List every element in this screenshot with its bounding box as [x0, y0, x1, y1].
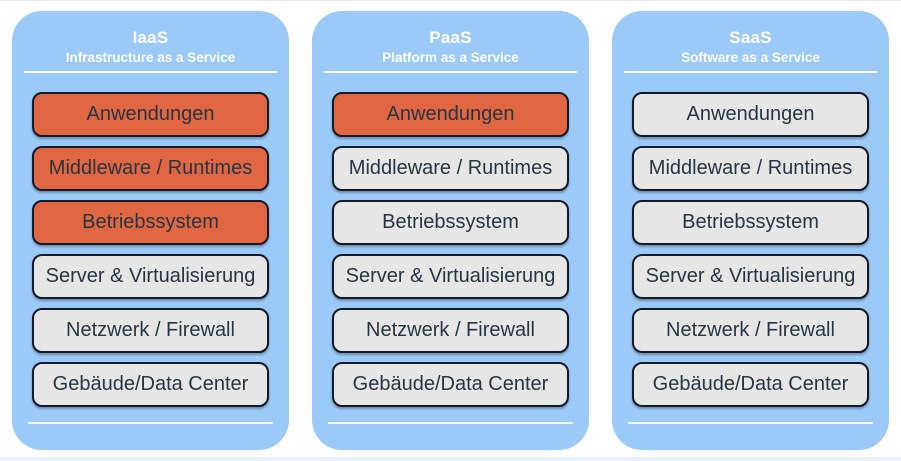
layer-label: Server & Virtualisierung [645, 265, 856, 287]
panel-saas-title: SaaS [729, 28, 772, 47]
layer-label: Gebäude/Data Center [352, 373, 549, 395]
panel-saas-header: SaaS Software as a Service [632, 27, 869, 66]
layer-label: Netzwerk / Firewall [66, 319, 235, 341]
panel-paas-layers: Anwendungen Middleware / Runtimes Betrie… [332, 92, 569, 407]
layer-label: Anwendungen [86, 103, 215, 125]
layer-label: Betriebssystem [82, 211, 219, 233]
panel-iaas-title: IaaS [132, 28, 169, 47]
layer-label: Gebäude/Data Center [652, 373, 849, 395]
layer-label: Netzwerk / Firewall [666, 319, 835, 341]
layer-label: Middleware / Runtimes [48, 157, 253, 179]
layer-label: Betriebssystem [382, 211, 519, 233]
iaas-layer-gebaeude-data-center: Gebäude/Data Center [32, 362, 269, 407]
layer-label: Anwendungen [386, 103, 515, 125]
panel-saas-footer-divider [628, 422, 873, 424]
saas-layer-betriebssystem: Betriebssystem [632, 200, 869, 245]
saas-layer-middleware-runtimes: Middleware / Runtimes [632, 146, 869, 191]
panel-paas-footer-divider [328, 422, 573, 424]
paas-layer-server-virtualisierung: Server & Virtualisierung [332, 254, 569, 299]
panel-iaas-layers: Anwendungen Middleware / Runtimes Betrie… [32, 92, 269, 407]
layer-label: Gebäude/Data Center [52, 373, 249, 395]
panel-saas-subtitle: Software as a Service [681, 50, 820, 65]
panel-saas: SaaS Software as a Service Anwendungen M… [612, 11, 889, 450]
saas-layer-gebaeude-data-center: Gebäude/Data Center [632, 362, 869, 407]
panel-saas-layers: Anwendungen Middleware / Runtimes Betrie… [632, 92, 869, 407]
layer-label: Server & Virtualisierung [345, 265, 556, 287]
paas-layer-netzwerk-firewall: Netzwerk / Firewall [332, 308, 569, 353]
panel-iaas-header-divider [24, 71, 277, 73]
panel-paas-subtitle: Platform as a Service [382, 50, 519, 65]
iaas-layer-middleware-runtimes: Middleware / Runtimes [32, 146, 269, 191]
saas-layer-netzwerk-firewall: Netzwerk / Firewall [632, 308, 869, 353]
layer-label: Middleware / Runtimes [648, 157, 853, 179]
paas-layer-anwendungen: Anwendungen [332, 92, 569, 137]
layer-label: Anwendungen [686, 103, 815, 125]
panel-paas-header: PaaS Platform as a Service [332, 27, 569, 66]
layer-label: Betriebssystem [682, 211, 819, 233]
iaas-layer-betriebssystem: Betriebssystem [32, 200, 269, 245]
panel-saas-header-divider [624, 71, 877, 73]
panel-paas-title: PaaS [429, 28, 472, 47]
panel-paas-header-divider [324, 71, 577, 73]
layer-label: Server & Virtualisierung [45, 265, 256, 287]
panel-iaas: IaaS Infrastructure as a Service Anwendu… [12, 11, 289, 450]
paas-layer-betriebssystem: Betriebssystem [332, 200, 569, 245]
panel-paas: PaaS Platform as a Service Anwendungen M… [312, 11, 589, 450]
iaas-layer-server-virtualisierung: Server & Virtualisierung [32, 254, 269, 299]
paas-layer-gebaeude-data-center: Gebäude/Data Center [332, 362, 569, 407]
iaas-layer-anwendungen: Anwendungen [32, 92, 269, 137]
layer-label: Netzwerk / Firewall [366, 319, 535, 341]
panel-iaas-subtitle: Infrastructure as a Service [65, 50, 236, 65]
saas-layer-server-virtualisierung: Server & Virtualisierung [632, 254, 869, 299]
iaas-layer-netzwerk-firewall: Netzwerk / Firewall [32, 308, 269, 353]
paas-layer-middleware-runtimes: Middleware / Runtimes [332, 146, 569, 191]
saas-layer-anwendungen: Anwendungen [632, 92, 869, 137]
layer-label: Middleware / Runtimes [348, 157, 553, 179]
panel-iaas-header: IaaS Infrastructure as a Service [32, 27, 269, 66]
panel-iaas-footer-divider [28, 422, 273, 424]
